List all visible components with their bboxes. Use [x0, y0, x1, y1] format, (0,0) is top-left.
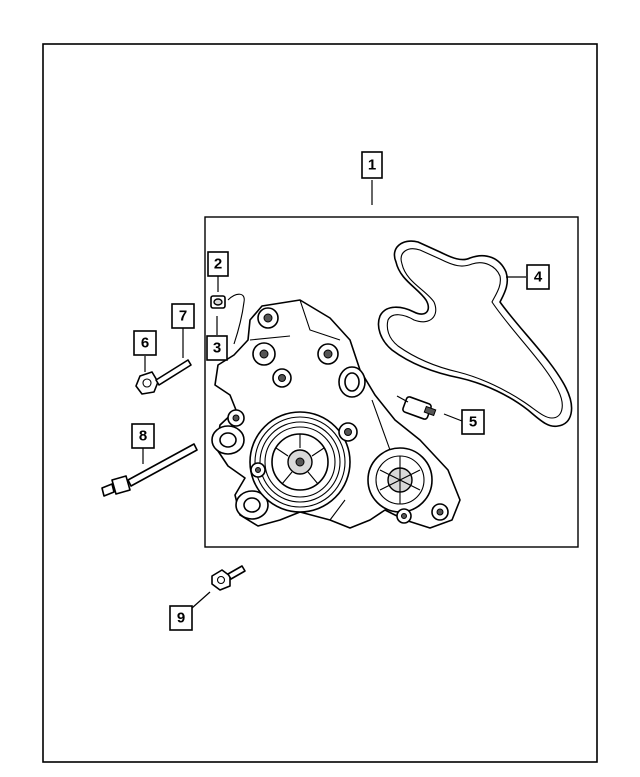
o-ring-part — [227, 293, 245, 345]
bolt-part-9 — [211, 565, 246, 591]
callout-label: 3 — [213, 340, 221, 357]
callout-label: 2 — [214, 256, 222, 273]
callout-label: 5 — [469, 414, 477, 431]
callout-7: 7 — [171, 303, 195, 329]
outer-frame — [42, 43, 598, 763]
callout-label: 1 — [368, 157, 376, 174]
callout-label: 9 — [177, 610, 185, 627]
water-pump-assembly — [211, 299, 461, 529]
callout-label: 7 — [179, 308, 187, 325]
plug-part — [210, 295, 226, 309]
sensor-part — [396, 395, 437, 420]
callout-9: 9 — [169, 605, 193, 631]
callout-5: 5 — [461, 409, 485, 435]
leader-5 — [443, 413, 463, 422]
callout-label: 4 — [534, 269, 543, 286]
callout-3: 3 — [206, 335, 228, 361]
callout-label: 8 — [139, 428, 147, 445]
gasket-part — [377, 240, 573, 428]
bolt-part-6 — [135, 371, 159, 395]
assembly-frame — [204, 216, 579, 548]
callout-1: 1 — [361, 151, 383, 179]
leader-9 — [191, 591, 211, 609]
callout-8: 8 — [131, 423, 155, 449]
callout-4: 4 — [526, 264, 550, 290]
callout-label: 6 — [141, 335, 149, 352]
callout-2: 2 — [207, 251, 229, 277]
long-bolt-part-8 — [101, 443, 198, 497]
callout-6: 6 — [133, 330, 157, 356]
stud-part-7 — [155, 359, 192, 386]
